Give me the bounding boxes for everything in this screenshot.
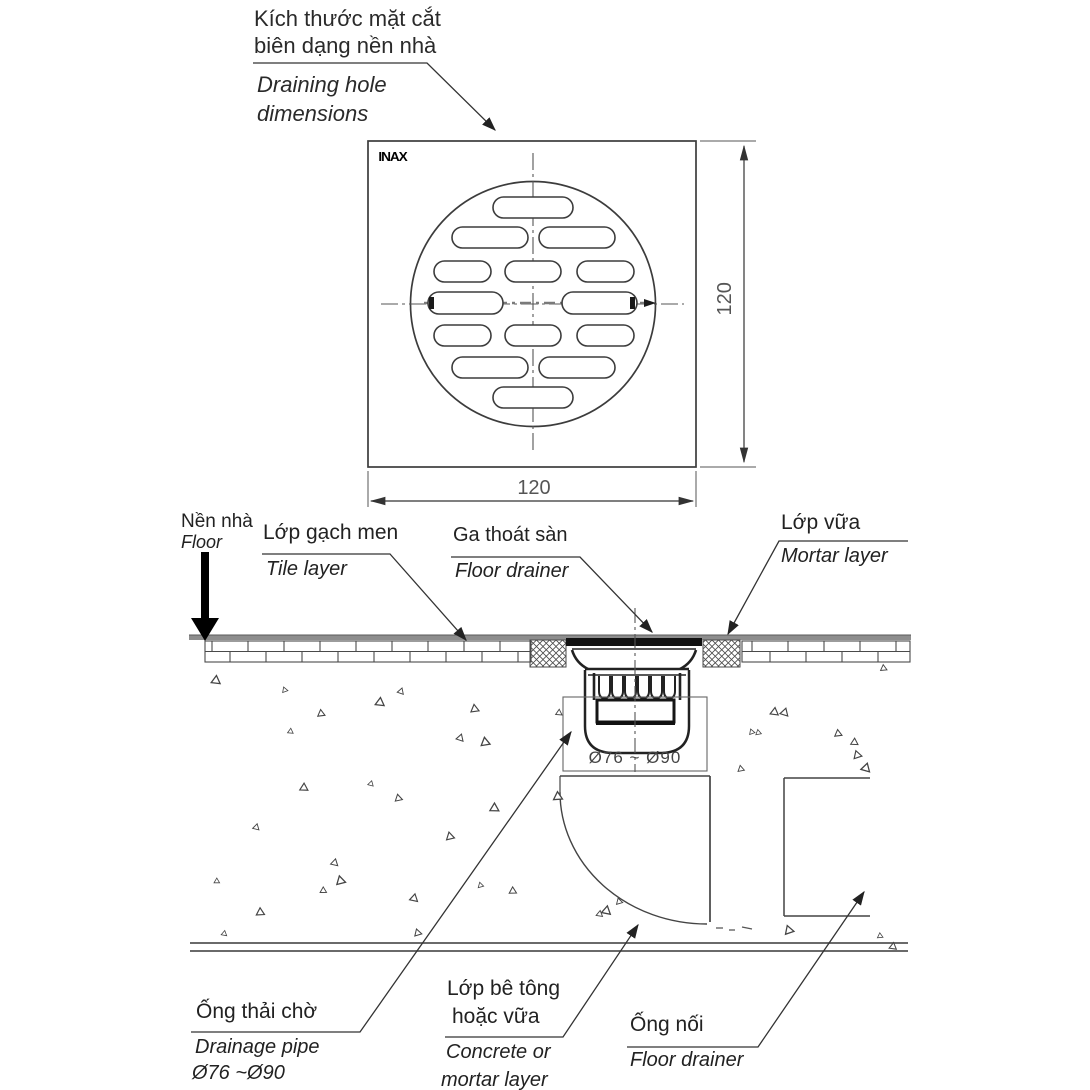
drain-label-vi: Ga thoát sàn <box>453 524 568 546</box>
connector-label-en: Floor drainer <box>630 1049 744 1071</box>
dim-height-value: 120 <box>714 282 737 316</box>
mortar-block-right <box>702 639 741 668</box>
pipe-label-dim: Ø76 ~Ø90 <box>192 1062 285 1084</box>
concrete-leader <box>445 923 639 1038</box>
floor-level-arrow <box>191 552 219 641</box>
section-view <box>189 540 911 1048</box>
tile-layer-right <box>741 640 911 663</box>
concrete-label-en-2: mortar layer <box>441 1069 548 1090</box>
floor-label-en: Floor <box>181 532 223 552</box>
title-note-en-1: Draining hole <box>257 72 387 97</box>
connector-leader <box>627 890 865 1048</box>
tile-label-en: Tile layer <box>266 558 347 580</box>
title-note-leader <box>253 62 496 131</box>
tile-label-vi: Lớp gạch men <box>263 521 399 544</box>
connector-label-vi: Ống nối <box>630 1013 704 1036</box>
pipe-label-vi: Ống thải chờ <box>196 1000 318 1023</box>
mortar-label-en: Mortar layer <box>781 545 888 567</box>
floor-label-vi: Nền nhà <box>181 511 253 532</box>
concrete-speckles <box>210 663 898 950</box>
inax-logo: INAX <box>378 149 407 164</box>
pipe-label-en: Drainage pipe <box>195 1036 320 1058</box>
drain-body-dim: Ø76 ~ Ø90 <box>588 748 682 767</box>
drain-leader <box>451 556 653 633</box>
tile-leader <box>262 553 467 641</box>
label-leaders <box>191 540 908 1048</box>
title-note-vi-1: Kích thước mặt cắt <box>254 6 441 31</box>
tile-layer-left <box>204 640 532 663</box>
elbow-pipe <box>559 775 870 931</box>
title-note-en-2: dimensions <box>257 101 369 126</box>
mortar-block-left <box>529 639 567 668</box>
drain-label-en: Floor drainer <box>455 560 569 582</box>
dim-width-value: 120 <box>517 477 551 499</box>
strainer-slots <box>598 676 676 700</box>
dimension-lines <box>367 140 756 507</box>
concrete-label-en-1: Concrete or <box>446 1041 551 1063</box>
pipe-leader <box>191 730 572 1033</box>
grate-slots <box>427 196 638 409</box>
mortar-label-vi: Lớp vữa <box>781 511 861 534</box>
title-note-vi-2: biên dạng nền nhà <box>254 33 437 58</box>
top-view-drain-face <box>367 140 697 468</box>
slab-bottom-lines <box>190 942 908 952</box>
floor-surface-line <box>189 635 911 640</box>
mortar-leader <box>727 540 908 636</box>
concrete-label-vi-1: Lớp bê tông <box>447 977 561 1000</box>
concrete-label-vi-2: hoặc vữa <box>452 1005 540 1028</box>
